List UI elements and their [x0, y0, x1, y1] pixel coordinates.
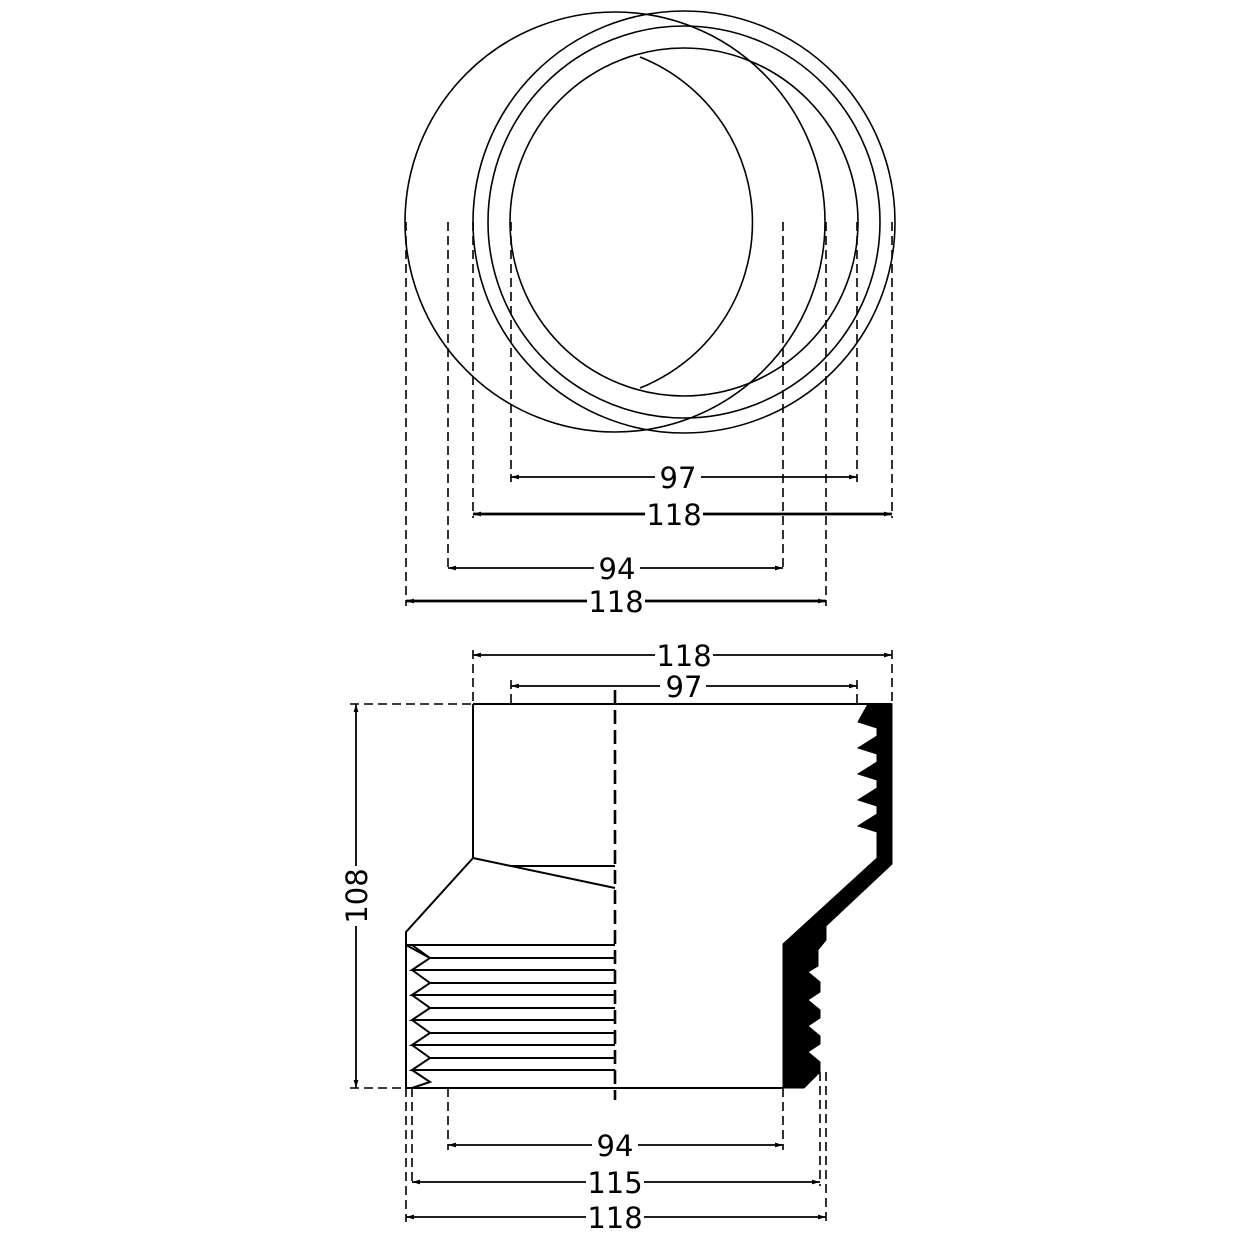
outer-circle-left	[404, 11, 826, 433]
section-wall[interactable]	[782, 703, 893, 1089]
bore-arc	[639, 56, 754, 389]
body-outline	[405, 703, 892, 1089]
side-view: 118 97 108	[338, 638, 893, 1235]
inner-ring-circle	[509, 47, 859, 397]
top-view: 97 118 94 118	[404, 10, 896, 619]
dim-label-115: 115	[587, 1166, 642, 1200]
dim-label-94: 94	[597, 1129, 634, 1163]
dim-label-118: 118	[646, 498, 701, 532]
ring-circle	[487, 25, 881, 419]
left-thread	[405, 944, 615, 1089]
dim-label-94: 94	[599, 552, 636, 586]
dim-label-118: 118	[588, 585, 643, 619]
dim-label-108: 108	[340, 868, 374, 923]
taper-line	[472, 857, 616, 889]
dim-label-118: 118	[656, 639, 711, 673]
outer-circle-right	[472, 10, 896, 434]
dim-label-118: 118	[587, 1201, 642, 1235]
dim-label-97: 97	[660, 461, 697, 495]
dim-label-97: 97	[666, 670, 703, 704]
